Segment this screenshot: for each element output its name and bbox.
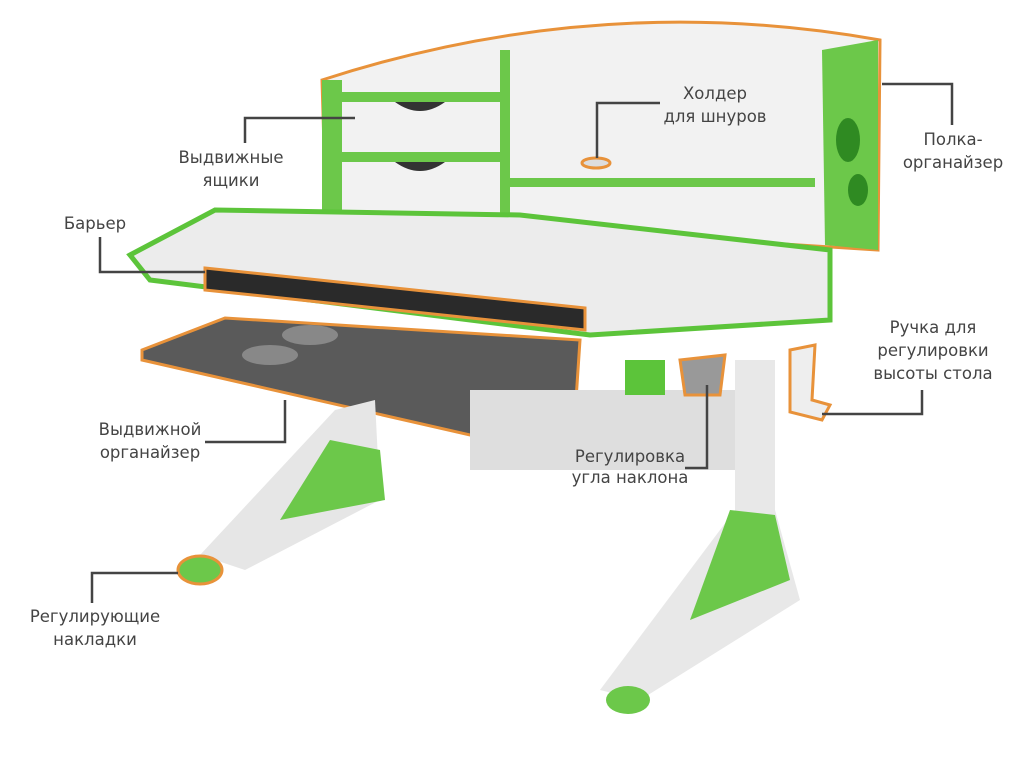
leader-shelf-organizer xyxy=(882,82,954,125)
label-leveling-pads: Регулирующие накладки xyxy=(30,605,160,651)
desktop xyxy=(126,207,833,338)
leader-tilt-adjust xyxy=(685,385,709,470)
label-barrier: Барьер xyxy=(64,212,126,235)
label-drawers: Выдвижные ящики xyxy=(178,146,283,192)
label-tilt-adjust: Регулировка угла наклона xyxy=(572,446,689,488)
label-line: Регулирующие xyxy=(29,607,161,626)
label-line: ящики xyxy=(202,171,260,190)
leader-height-handle xyxy=(822,390,924,416)
label-line: органайзер xyxy=(99,443,201,462)
tilt-mechanism xyxy=(678,353,727,397)
leader-pullout-organizer xyxy=(205,400,287,444)
label-shelf-organizer: Полка- органайзер xyxy=(903,128,1003,174)
barrier xyxy=(203,266,587,332)
label-line: угла наклона xyxy=(571,468,689,487)
label-line: Полка- xyxy=(923,130,983,149)
leader-drawers xyxy=(243,116,355,143)
cable-holder xyxy=(580,156,612,170)
label-line: Барьер xyxy=(63,214,127,233)
label-line: накладки xyxy=(53,630,137,649)
hutch xyxy=(320,20,882,252)
label-line: органайзер xyxy=(902,153,1004,172)
leader-cable-holder xyxy=(595,101,660,158)
label-line: регулировки xyxy=(877,341,989,360)
height-crank xyxy=(788,343,833,422)
leveling-pad xyxy=(176,554,224,586)
label-pullout-organizer: Выдвижной органайзер xyxy=(99,418,202,464)
leader-barrier xyxy=(98,237,205,274)
label-line: Регулировка xyxy=(574,447,686,466)
label-line: Выдвижные xyxy=(178,148,284,167)
frame xyxy=(176,156,833,714)
label-line: Холдер xyxy=(683,84,747,103)
label-line: высоты стола xyxy=(873,364,993,383)
label-line: Выдвижной xyxy=(98,420,202,439)
label-line: для шнуров xyxy=(663,107,767,126)
leader-lines xyxy=(90,82,954,603)
label-line: Ручка для xyxy=(889,318,977,337)
leader-leveling-pads xyxy=(90,571,178,603)
label-cable-holder: Холдер для шнуров xyxy=(663,82,766,128)
label-height-handle: Ручка для регулировки высоты стола xyxy=(873,316,992,385)
